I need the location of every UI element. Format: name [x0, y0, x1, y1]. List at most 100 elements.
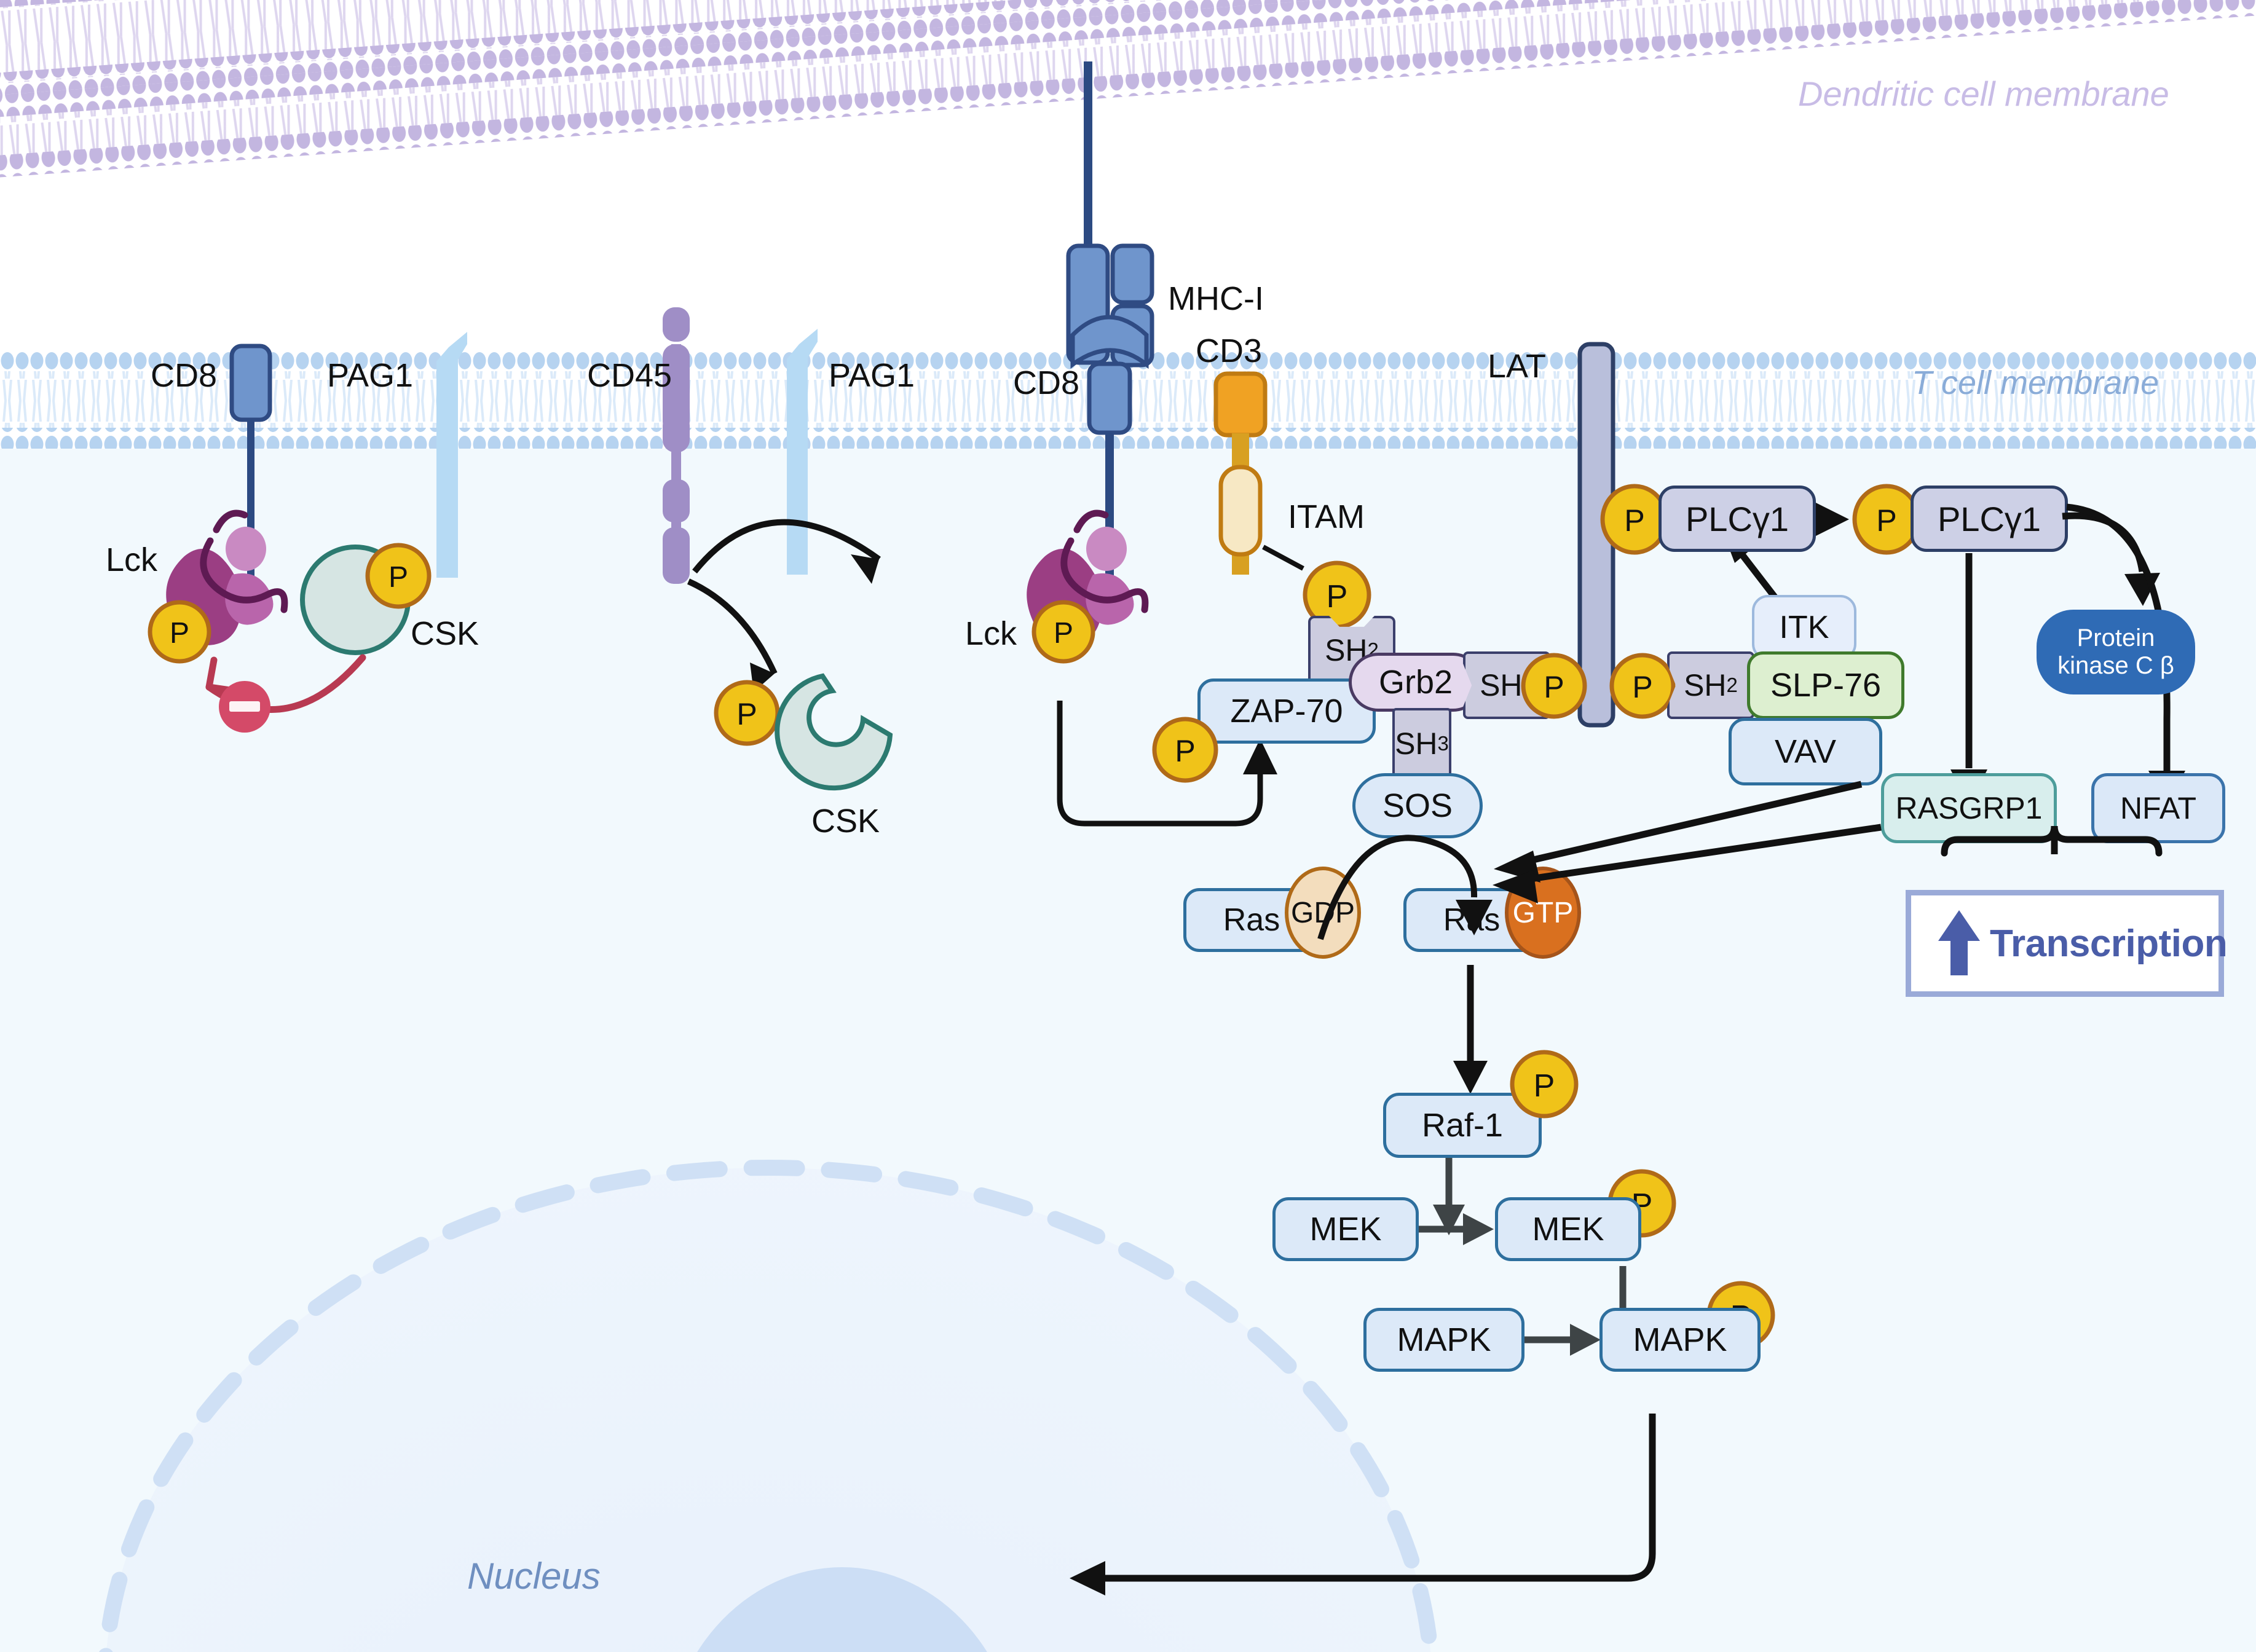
- pag1-left-shape: [436, 332, 467, 578]
- itam-motif: [1218, 465, 1263, 557]
- lck-left-phospho-circle: [148, 600, 211, 664]
- mapk-to-nucleus-arrowhead: [1070, 1561, 1105, 1595]
- pkc-beta-line2: kinase C β: [2057, 652, 2174, 679]
- transcription-box: Transcription: [1906, 890, 2228, 997]
- lat-left-phospho-circle: [1521, 653, 1587, 719]
- pkc-beta-kinase: Protein kinase C β: [2037, 610, 2195, 694]
- svg-text:P: P: [1534, 1068, 1555, 1104]
- mek-active-kinase: MEK: [1495, 1197, 1641, 1261]
- vav-to-ras-arrow: [1529, 781, 1863, 864]
- lck-to-zap70-arrow: [1057, 701, 1263, 827]
- rasgrp1-to-ras-arrow: [1530, 824, 1882, 883]
- raf1-to-mek-arrowhead: [1433, 1205, 1465, 1235]
- mek-activation-arrowhead: [1463, 1213, 1494, 1245]
- pkc-beta-line1: Protein: [2077, 624, 2155, 652]
- lat-left-sh2-text: SH: [1480, 668, 1523, 702]
- lat-label: LAT: [1488, 348, 1547, 385]
- svg-text:P: P: [1632, 670, 1652, 704]
- lck-left-sh3: [226, 527, 266, 571]
- cd45-label: CD45: [587, 357, 672, 394]
- lck-right-label: Lck: [965, 615, 1017, 652]
- rasgrp1-to-ras-arrowhead: [1493, 870, 1538, 903]
- raf1-phospho-circle: [1510, 1050, 1579, 1119]
- nuclear-envelope: [98, 1160, 1439, 1652]
- pag1-right-label: PAG1: [829, 357, 915, 394]
- lck-right-phospho-circle: [1031, 600, 1095, 664]
- mapk-inactive-kinase: MAPK: [1363, 1308, 1524, 1372]
- mhc1-beta2m: [1110, 243, 1154, 305]
- cd3-label: CD3: [1196, 332, 1263, 369]
- transcription-label: Transcription: [1990, 922, 2228, 965]
- nucleolus: [697, 1567, 987, 1652]
- svg-text:P: P: [1327, 579, 1348, 615]
- itam-label: ITAM: [1288, 498, 1365, 535]
- lck-to-zap70-arrowhead: [1243, 739, 1277, 774]
- svg-text:P: P: [1624, 503, 1644, 538]
- csk-mid-body: [775, 673, 893, 791]
- lat-right-phospho-circle: [1609, 653, 1676, 719]
- cd8-left-label: CD8: [151, 357, 218, 394]
- svg-text:P: P: [736, 697, 757, 731]
- pag1-right-shape: [787, 329, 818, 575]
- lck-left-label: Lck: [106, 541, 158, 578]
- plcg1-active-protein: PLCγ1: [1911, 486, 2068, 552]
- cd45-to-p-arrow: [687, 578, 778, 675]
- mapk-active-kinase: MAPK: [1599, 1308, 1761, 1372]
- dendritic-cell-membrane: [0, 0, 2256, 179]
- nucleus-label: Nucleus: [467, 1556, 601, 1597]
- sos-protein: SOS: [1352, 773, 1483, 838]
- cd45-to-csk-arrow: [692, 519, 881, 574]
- sos-exchange-arrowhead: [1456, 900, 1493, 935]
- svg-text:P: P: [1054, 617, 1073, 650]
- mek-inactive-kinase: MEK: [1272, 1197, 1419, 1261]
- grb2-sh3-text: SH: [1395, 726, 1438, 761]
- svg-text:P: P: [170, 617, 189, 650]
- svg-text:P: P: [388, 561, 408, 594]
- itam-leader-line: [1262, 545, 1304, 571]
- ras-to-raf1-arrowhead: [1453, 1061, 1488, 1094]
- cd45-to-csk-arrowhead: [851, 554, 879, 584]
- rasgrp1-protein: RASGRP1: [1881, 773, 2057, 843]
- dendritic-membrane-label: Dendritic cell membrane: [1798, 74, 2169, 113]
- csk-mid-label: CSK: [811, 803, 880, 840]
- slp76-adaptor: SLP-76: [1747, 651, 1904, 719]
- svg-text:P: P: [1175, 734, 1195, 768]
- nucleus-body: [106, 1168, 1431, 1652]
- lat-right-sh2-subscript: 2: [1726, 674, 1738, 696]
- csk-left-label: CSK: [411, 615, 479, 652]
- plcg1-membrane-protein: PLCγ1: [1658, 486, 1816, 552]
- mhc1-label: MHC-I: [1168, 280, 1264, 317]
- gtp-nucleotide: GTP: [1505, 867, 1581, 959]
- pag1-left-label: PAG1: [327, 357, 414, 394]
- mapk-to-nucleus-arrow: [1100, 1414, 1656, 1582]
- mhc1-peptide-groove: [1070, 315, 1149, 369]
- cd8-right-label: CD8: [1013, 364, 1080, 401]
- mapk-activation-arrowhead: [1570, 1324, 1601, 1356]
- plcg1-translocation-arrowhead: [1815, 502, 1849, 537]
- zap70-phospho-circle: [1152, 717, 1218, 783]
- lat-right-sh2-text: SH: [1684, 668, 1727, 702]
- grb2-sh3-subscript: 3: [1437, 732, 1449, 755]
- lck-left-linker: [200, 509, 288, 613]
- sos-gdp-gtp-exchange-arrow: [1317, 835, 1478, 940]
- lck-right-linker: [1060, 509, 1149, 613]
- csk-left-phospho-circle: [365, 543, 432, 609]
- lck-right-sh3: [1086, 527, 1127, 571]
- up-arrow-icon: [1938, 910, 1980, 975]
- vav-protein: VAV: [1729, 718, 1882, 785]
- svg-text:P: P: [1544, 670, 1564, 704]
